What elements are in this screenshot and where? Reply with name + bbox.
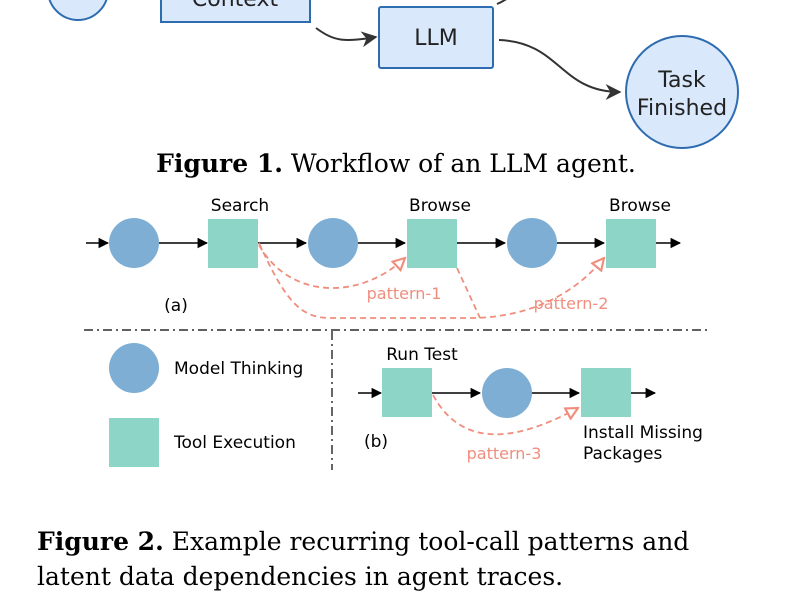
figure-2-caption-label: Figure 2. <box>37 527 164 556</box>
legend: Model Thinking Tool Execution <box>109 343 303 467</box>
tool-node-browse-2 <box>606 219 656 268</box>
tool-label-run-test: Run Test <box>386 345 458 365</box>
pattern-1-arrow <box>258 244 405 289</box>
panel-b: Run Test Install Missing Packages patter… <box>358 345 703 464</box>
tool-node-run-test <box>382 368 432 417</box>
llm-to-top-arrow <box>496 0 507 5</box>
legend-tool-label: Tool Execution <box>173 433 296 453</box>
task-finished-label-line2: Finished <box>637 96 727 121</box>
pattern-2-arrow-b <box>456 267 481 319</box>
thinking-node <box>308 218 358 268</box>
tool-label-search: Search <box>211 196 269 216</box>
context-box <box>160 0 311 23</box>
llm-to-task-arrow <box>498 39 622 100</box>
context-box-label: Context <box>192 0 279 12</box>
context-to-llm-arrow <box>315 27 378 48</box>
legend-thinking-label: Model Thinking <box>174 359 303 379</box>
legend-thinking-swatch <box>109 343 159 393</box>
tool-label-install-line2: Packages <box>583 444 662 464</box>
pattern-2-arrow-a <box>258 242 604 319</box>
panel-a: Search Browse Browse pattern-1 pattern-2… <box>86 196 682 319</box>
pattern-2-label: pattern-2 <box>534 294 609 313</box>
task-finished-circle <box>625 35 739 149</box>
figure-2-caption: Figure 2. Example recurring tool-call pa… <box>37 524 767 594</box>
panel-a-label: (a) <box>164 296 188 316</box>
llm-box <box>378 6 494 69</box>
pattern-1-label: pattern-1 <box>367 284 442 303</box>
pattern-3-arrow <box>432 394 578 436</box>
figure-2: Search Browse Browse pattern-1 pattern-2… <box>84 196 708 470</box>
thinking-node <box>507 218 557 268</box>
tool-label-install-line1: Install Missing <box>583 423 703 443</box>
figure-1-caption-text: Workflow of an LLM agent. <box>283 149 636 178</box>
thinking-node <box>109 218 159 268</box>
pattern-3-label: pattern-3 <box>467 444 542 463</box>
start-circle-label: .. <box>72 0 85 5</box>
tool-node-search <box>208 219 258 268</box>
figure-1-caption-label: Figure 1. <box>156 149 283 178</box>
panel-b-label: (b) <box>364 432 388 452</box>
task-finished-label-line1: Task <box>657 68 706 93</box>
figure-1-caption: Figure 1. Workflow of an LLM agent. <box>156 149 636 178</box>
tool-node-install <box>581 368 631 417</box>
tool-label-browse-2: Browse <box>609 196 671 216</box>
thinking-node <box>482 368 532 418</box>
tool-label-browse: Browse <box>409 196 471 216</box>
figure-1: .. Context LLM Task Finished Figure 1. W… <box>48 0 739 178</box>
llm-box-label: LLM <box>414 26 458 51</box>
legend-tool-swatch <box>109 418 159 467</box>
figure-2-caption-text: Example recurring tool-call patterns and… <box>37 527 690 591</box>
start-circle <box>48 0 108 21</box>
tool-node-browse <box>407 219 457 268</box>
